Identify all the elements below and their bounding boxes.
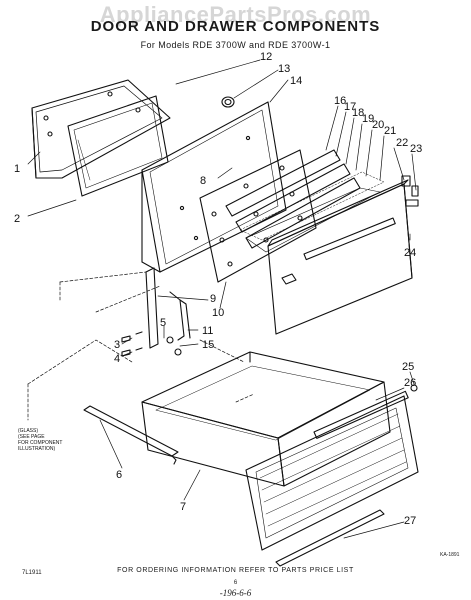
svg-text:FOR COMPONENT: FOR COMPONENT (18, 440, 62, 446)
page-number: 6 (233, 580, 238, 586)
screws (121, 331, 143, 357)
callout-13: 13 (278, 63, 290, 75)
callout-24: 24 (404, 247, 416, 259)
left-code: 7L1911 (22, 570, 42, 576)
ordering-note: FOR ORDERING INFORMATION REFER TO PARTS … (117, 567, 354, 574)
callout-23: 23 (410, 143, 422, 155)
page-title: DOOR AND DRAWER COMPONENTS (90, 18, 381, 35)
callout-2: 2 (14, 213, 20, 225)
drawer-rail (83, 405, 179, 465)
svg-text:(SEE PAGE: (SEE PAGE (18, 434, 45, 440)
callout-25: 25 (402, 361, 414, 373)
callout-4: 4 (114, 353, 120, 365)
reference-note: (GLASS) (SEE PAGE FOR COMPONENT ILLUSTRA… (18, 428, 62, 452)
page-subtitle: For Models RDE 3700W and RDE 3700W-1 (140, 40, 331, 50)
callout-10: 10 (212, 307, 224, 319)
callout-18: 18 (352, 107, 364, 119)
door-window-glass (67, 95, 169, 197)
reference-dashed-lines (27, 271, 255, 421)
callout-8: 8 (200, 175, 206, 187)
inner-door-panel (141, 101, 287, 273)
bottom-code: -196-6-6 (219, 588, 252, 598)
callout-21: 21 (384, 125, 396, 137)
door-layer-stack (225, 149, 385, 253)
svg-text:(GLASS): (GLASS) (18, 428, 38, 434)
drawer-front-panel (245, 384, 419, 551)
leader-lines (27, 59, 417, 539)
callout-12: 12 (260, 51, 272, 63)
callout-5: 5 (160, 317, 166, 329)
callout-3: 3 (114, 339, 120, 351)
insulation-panel (199, 149, 317, 283)
callout-7: 7 (180, 501, 186, 513)
callout-6: 6 (116, 469, 122, 481)
reference-code: KA-1891 (440, 552, 460, 558)
callout-14: 14 (290, 75, 302, 87)
outer-door-front (267, 179, 413, 335)
callout-22: 22 (396, 137, 408, 149)
door-hinge-hardware (401, 175, 419, 207)
callout-20: 20 (372, 119, 384, 131)
callout-19: 19 (362, 113, 374, 125)
callout-26: 26 (404, 377, 416, 389)
callout-16: 16 (334, 95, 346, 107)
callout-15: 15 (202, 339, 214, 351)
callout-1: 1 (14, 163, 20, 175)
callout-11: 11 (202, 325, 213, 337)
drawer-trim-strip (275, 509, 385, 567)
drawer-body (141, 351, 391, 487)
watermark: AppliancePartsPros.com (99, 2, 372, 27)
hinge-assembly (145, 267, 191, 356)
svg-text:ILLUSTRATION): ILLUSTRATION) (18, 446, 55, 452)
callout-17: 17 (344, 101, 356, 113)
door-knob (221, 96, 235, 108)
callout-9: 9 (210, 293, 216, 305)
callout-27: 27 (404, 515, 416, 527)
callout-numbers: 1 2 3 4 5 6 7 8 9 10 11 12 13 14 15 16 1… (14, 51, 422, 527)
